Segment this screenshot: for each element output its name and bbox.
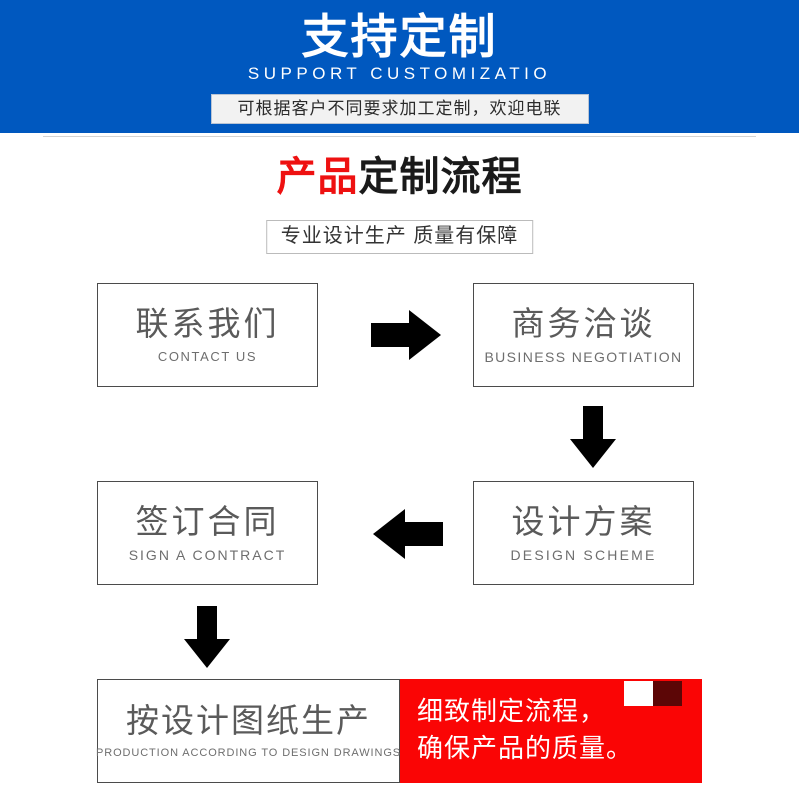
right-arrow-icon (371, 310, 441, 360)
flow-step-label-cn: 签订合同 (135, 503, 280, 540)
decorative-dark-square (653, 681, 682, 706)
flow-step-label-cn: 联系我们 (135, 305, 280, 342)
banner-subtitle: SUPPORT CUSTOMIZATIO (247, 64, 552, 83)
flow-step-sign-contract: 签订合同 SIGN A CONTRACT (97, 481, 318, 585)
down-arrow-icon (184, 606, 230, 668)
page-title-rest: 定制流程 (358, 155, 523, 199)
flow-step-label-en: CONTACT US (157, 349, 258, 364)
banner-tagline: 可根据客户不同要求加工定制，欢迎电联 (210, 94, 589, 124)
flow-step-label-cn: 设计方案 (511, 503, 656, 540)
flow-step-label-en: PRODUCTION ACCORDING TO DESIGN DRAWINGS (95, 747, 402, 759)
flow-step-label-cn: 商务洽谈 (511, 305, 656, 342)
flow-step-contact-us: 联系我们 CONTACT US (97, 283, 318, 387)
flow-step-production: 按设计图纸生产 PRODUCTION ACCORDING TO DESIGN D… (95, 679, 402, 783)
quality-statement-panel: 细致制定流程， 确保产品的质量。 (400, 679, 702, 783)
flow-step-design-scheme: 设计方案 DESIGN SCHEME (473, 481, 694, 585)
quality-line-1: 细致制定流程， (417, 696, 607, 726)
header-banner: 支持定制 SUPPORT CUSTOMIZATIO 可根据客户不同要求加工定制，… (0, 0, 799, 133)
banner-title: 支持定制 (301, 10, 498, 63)
page-subtitle: 专业设计生产 质量有保障 (265, 220, 534, 254)
banner-divider (43, 136, 756, 137)
decorative-white-square (624, 681, 653, 706)
quality-statement-text: 细致制定流程， 确保产品的质量。 (417, 693, 633, 767)
down-arrow-icon (570, 406, 616, 468)
flow-step-label-en: SIGN A CONTRACT (128, 547, 287, 563)
flow-step-business-negotiation: 商务洽谈 BUSINESS NEGOTIATION (473, 283, 694, 387)
flow-step-label-en: DESIGN SCHEME (510, 547, 657, 563)
page-title-accent: 产品 (276, 155, 359, 199)
page-title: 产品定制流程 (0, 152, 799, 202)
quality-line-2: 确保产品的质量。 (417, 733, 634, 763)
flow-step-label-cn: 按设计图纸生产 (126, 702, 371, 739)
flow-step-label-en: BUSINESS NEGOTIATION (484, 349, 683, 365)
left-arrow-icon (373, 509, 443, 559)
